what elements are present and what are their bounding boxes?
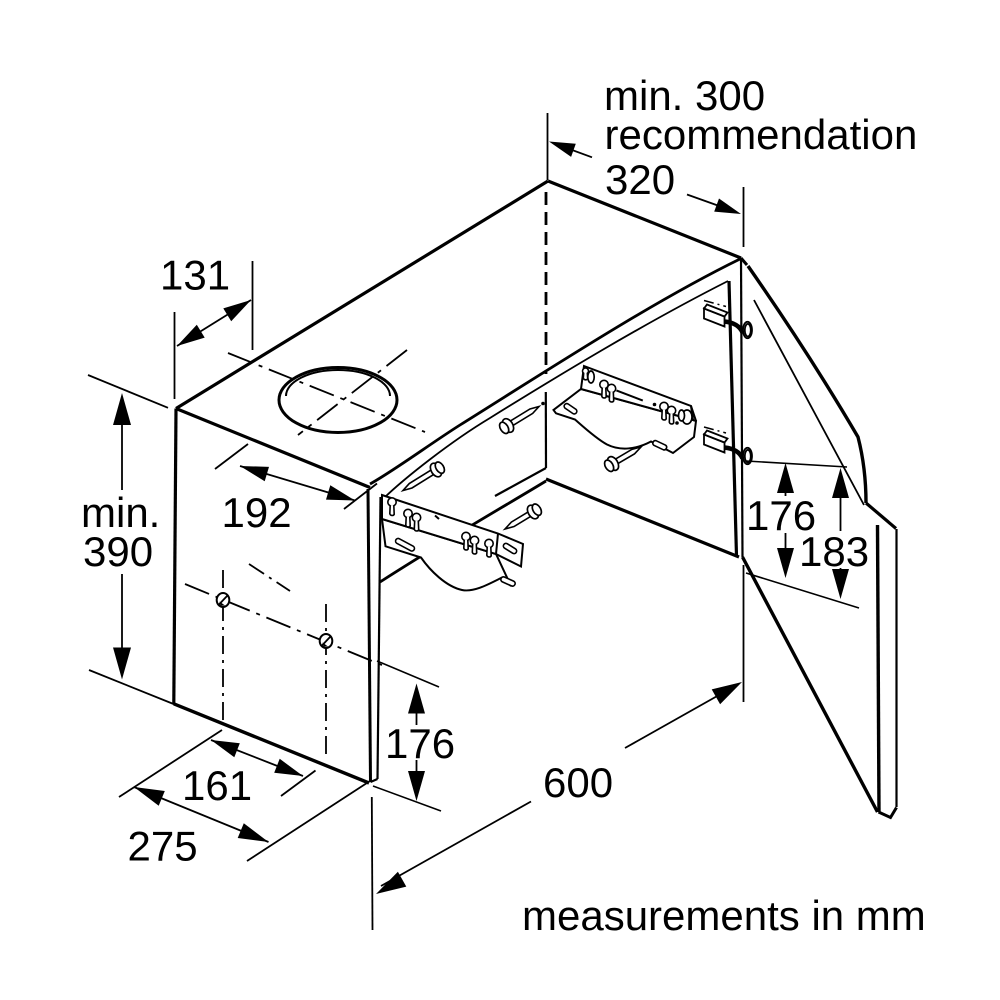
- svg-text:min. 300: min. 300: [604, 72, 765, 119]
- svg-text:320: 320: [605, 156, 675, 203]
- svg-text:600: 600: [543, 759, 613, 806]
- svg-text:183: 183: [799, 528, 869, 575]
- svg-text:192: 192: [222, 489, 292, 536]
- svg-text:390: 390: [83, 528, 153, 575]
- svg-text:measurements in mm: measurements in mm: [522, 892, 926, 939]
- svg-text:recommendation: recommendation: [605, 111, 918, 158]
- svg-text:min.: min.: [81, 489, 160, 536]
- svg-text:275: 275: [128, 823, 198, 870]
- svg-text:176: 176: [746, 492, 816, 539]
- svg-text:131: 131: [160, 252, 230, 299]
- svg-text:161: 161: [182, 762, 252, 809]
- svg-text:176: 176: [385, 720, 455, 767]
